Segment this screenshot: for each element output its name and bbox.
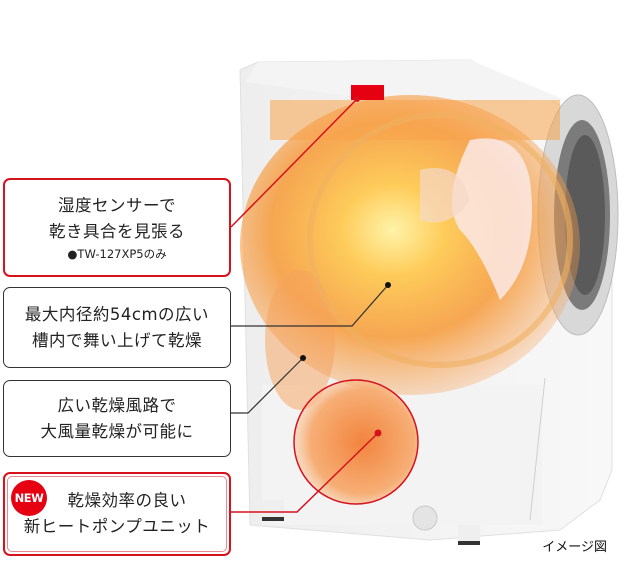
new-badge: NEW xyxy=(11,480,47,516)
image-caption: イメージ図 xyxy=(542,540,607,555)
callout-heat-pump: NEW 乾燥効率の良い 新ヒートポンプユニット xyxy=(3,472,231,556)
callout-line: 大風量乾燥が可能に xyxy=(40,421,194,441)
callout-air-duct: 広い乾燥風路で 大風量乾燥が可能に xyxy=(3,380,231,457)
callout-line: 乾き具合を見張る xyxy=(49,221,185,241)
callout-line: 広い乾燥風路で xyxy=(57,395,177,415)
model-note: ●TW-127XP5のみ xyxy=(67,246,167,261)
callout-line: 槽内で舞い上げて乾燥 xyxy=(32,330,202,350)
callout-line: 新ヒートポンプユニット xyxy=(23,517,211,536)
callout-line: 最大内径約54cmの広い xyxy=(24,304,210,324)
callout-humidity-sensor: 湿度センサーで 乾き具合を見張る ●TW-127XP5のみ xyxy=(3,178,231,277)
callout-line: 乾燥効率の良い xyxy=(67,491,187,510)
callout-large-drum: 最大内径約54cmの広い 槽内で舞い上げて乾燥 xyxy=(3,287,231,368)
callout-line: 湿度センサーで xyxy=(57,195,176,215)
